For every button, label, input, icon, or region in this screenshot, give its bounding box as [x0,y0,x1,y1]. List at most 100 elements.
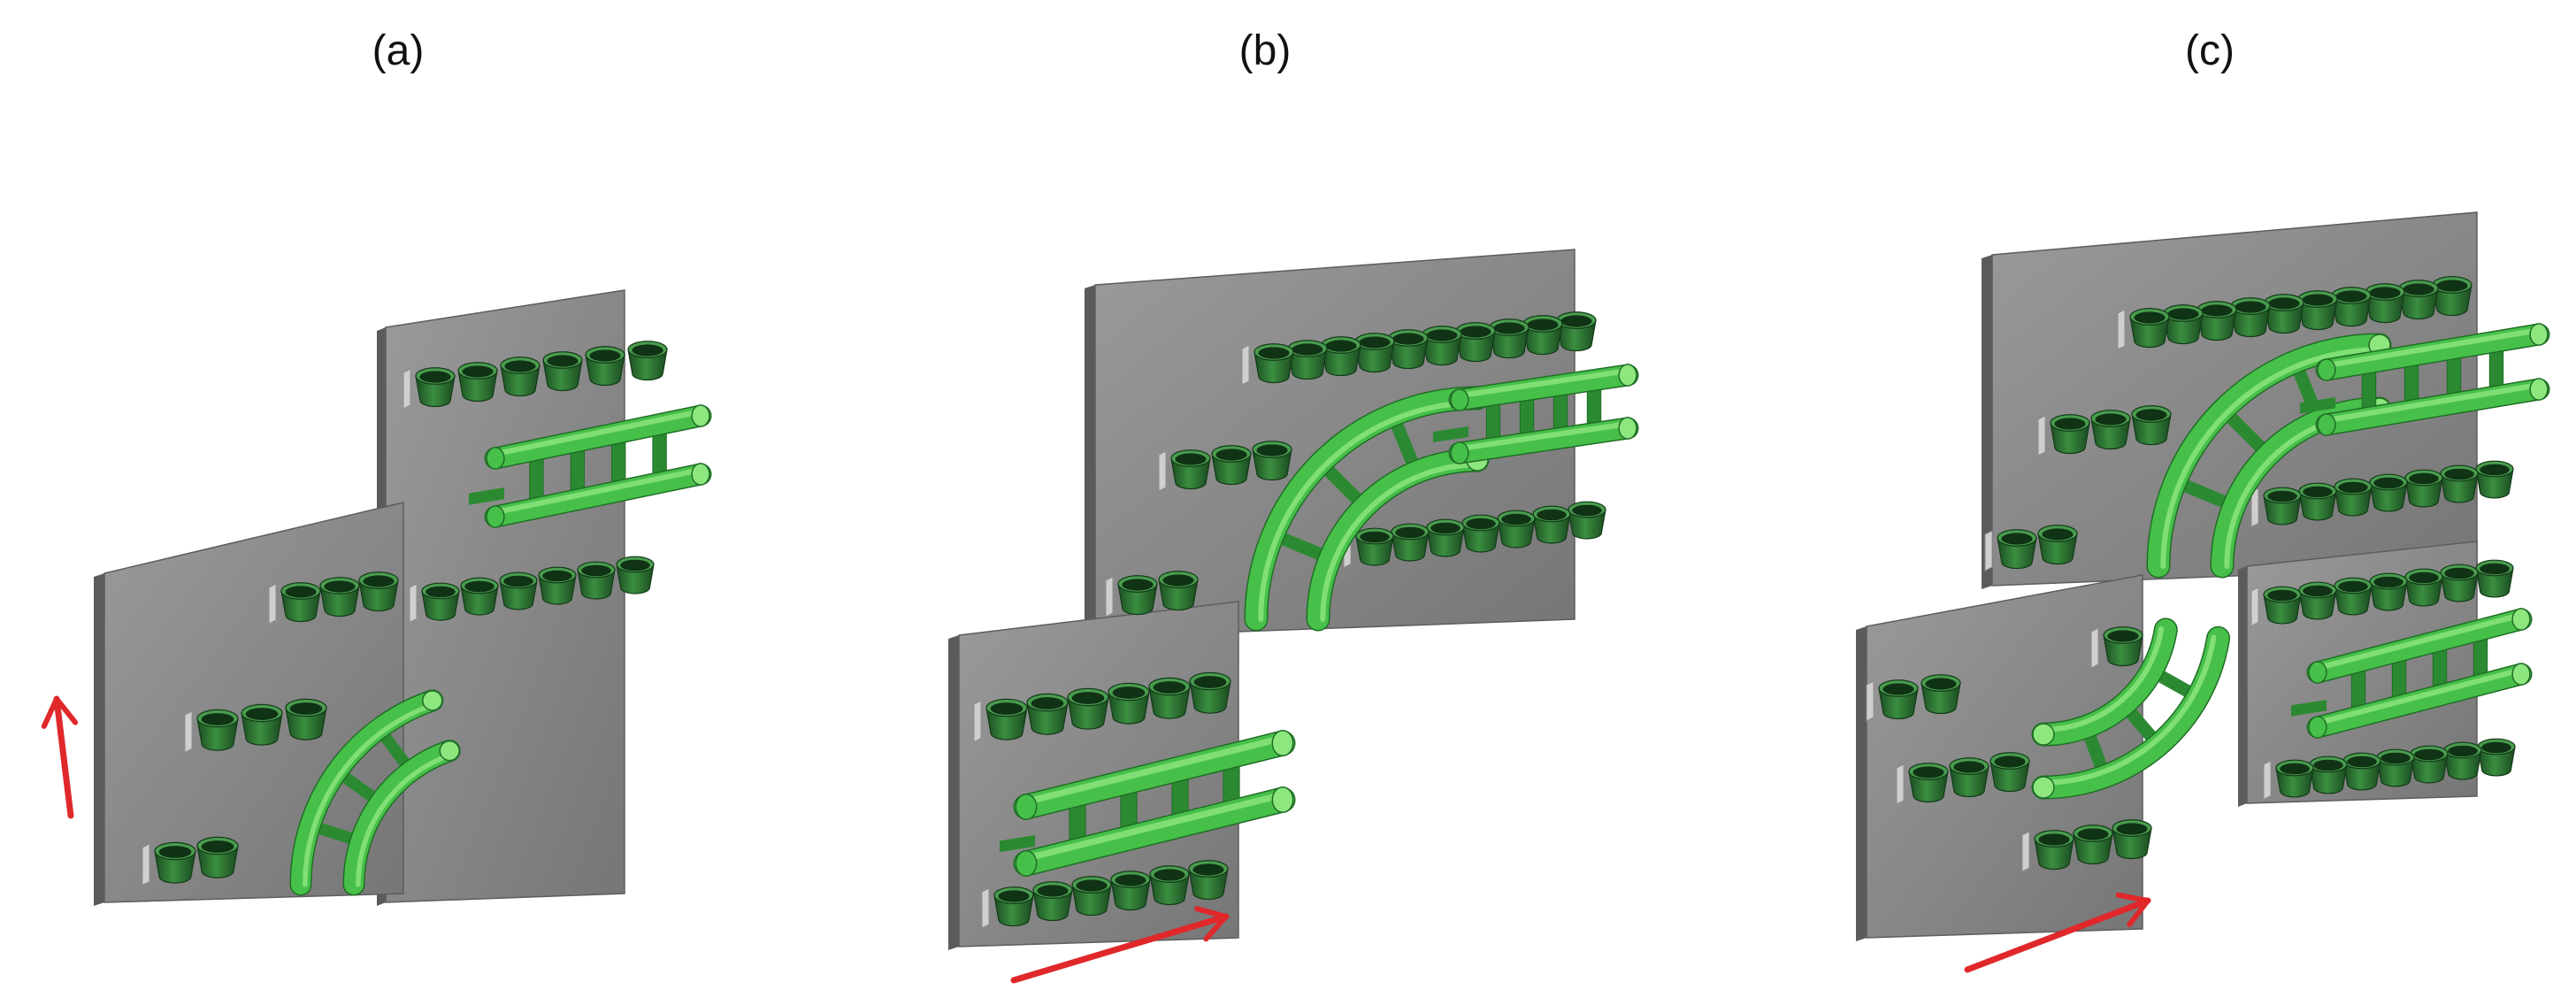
planter-pot-icon [500,357,540,397]
rail-pair [1000,729,1296,878]
pot-row [1105,571,1199,618]
rail-highlight [303,702,437,887]
planter-pot-icon [1148,677,1191,719]
planter-pot-icon [1990,752,2030,793]
panel-label-b: (b) [1238,27,1292,74]
bracket [1896,763,1905,805]
bracket [142,843,150,886]
pot-row [409,556,655,624]
planter-pot-icon [2369,473,2408,512]
panel-label-a: (a) [372,27,425,74]
planter-pot-icon [2475,460,2514,499]
rail-pair [1433,364,1639,464]
planter-pot-icon [985,698,1028,740]
planter-pot-icon [2309,756,2348,794]
rail-end-cap [2308,661,2327,684]
planter-pot-icon [1878,679,1919,720]
pot-row [2250,559,2514,627]
rail-end-cap [2529,378,2549,401]
planter-pot-icon [1189,671,1231,714]
planter-pot-icon [1026,693,1069,735]
planter-pot-icon [1568,501,1606,540]
planter-pot-icon [2398,280,2439,320]
wall-edge [1085,285,1095,641]
planter-pot-icon [2263,487,2302,526]
pot-row [184,698,327,754]
pot-row [1984,525,2078,572]
rail-highlight [1023,734,1286,805]
planter-pot-icon [2376,748,2415,787]
rail-tube [2317,325,2549,380]
rail-end-cap [2032,776,2055,799]
planter-pot-icon [2264,294,2304,334]
planter-pot-icon [285,698,327,740]
rail-end-cap [2317,358,2336,381]
rail-tube [1246,387,1488,630]
rail-end-cap [1618,417,1637,440]
rail-tube [1450,418,1637,463]
planter-pot-icon [1108,682,1150,725]
bracket [402,368,411,410]
rail-end-cap [2511,608,2531,631]
rail-highlight [1023,791,1286,862]
planter-pot-icon [2298,482,2337,521]
rail-tube [2148,334,2390,577]
rail-highlight [1258,400,1480,622]
curved-rail [2031,618,2231,800]
planter-pot-icon [2034,830,2074,871]
planter-pot-icon [2404,469,2443,508]
pot-row [981,860,1229,929]
panel-label-c: (c) [2185,27,2235,74]
planter-pot-icon [2037,525,2078,565]
planter-pot-icon [1388,329,1429,370]
wall-edge [94,573,104,906]
planter-pot-icon [2334,577,2373,616]
planter-pot-icon [2342,752,2381,791]
rail-highlight [2041,634,2217,786]
planter-pot-icon [1461,514,1500,553]
planter-pot-icon [2331,287,2372,327]
motion-arrow-icon [1010,906,1230,984]
planter-pot-icon [2440,564,2479,602]
planter-pot-icon [460,577,499,616]
bracket [2117,309,2126,350]
rail-tube [1450,365,1637,410]
planter-pot-icon [2112,819,2152,860]
planter-pot-icon [154,841,196,884]
planter-pot-icon [2129,308,2170,349]
rail-tube [2033,627,2229,798]
bracket [184,710,193,754]
planter-pot-icon [2275,759,2314,798]
bracket [2250,587,2259,627]
panel-a [41,289,712,906]
planter-pot-icon [585,346,625,387]
planter-pot-icon [1997,529,2037,570]
rail-highlight [1456,421,1631,452]
planter-pot-icon [1532,505,1571,544]
pot-row [2250,460,2514,528]
bracket [1158,450,1167,492]
planter-pot-icon [1497,510,1536,549]
planter-pot-icon [1149,865,1190,906]
planter-pot-icon [1188,860,1229,901]
pot-row [2090,626,2143,669]
planter-pot-icon [2410,745,2449,784]
pot-row [2021,819,2152,872]
rail-tube [344,740,460,894]
planter-pot-icon [542,351,583,392]
rail-support [2300,397,2335,414]
rail-end-cap [2308,716,2327,739]
rail-highlight [492,467,704,516]
bracket [1866,680,1874,722]
rail-end-cap [439,740,460,762]
planter-pot-icon [1170,449,1211,490]
rail-tube [486,464,710,526]
bracket [1984,530,1993,572]
bracket [1241,344,1250,386]
planter-pot-icon [196,836,239,878]
planter-pot-icon [993,886,1034,927]
motion-arrow-icon [1964,892,2151,973]
planter-pot-icon [1287,340,1328,380]
rail-highlight [2323,382,2542,424]
planter-pot-icon [499,572,538,610]
